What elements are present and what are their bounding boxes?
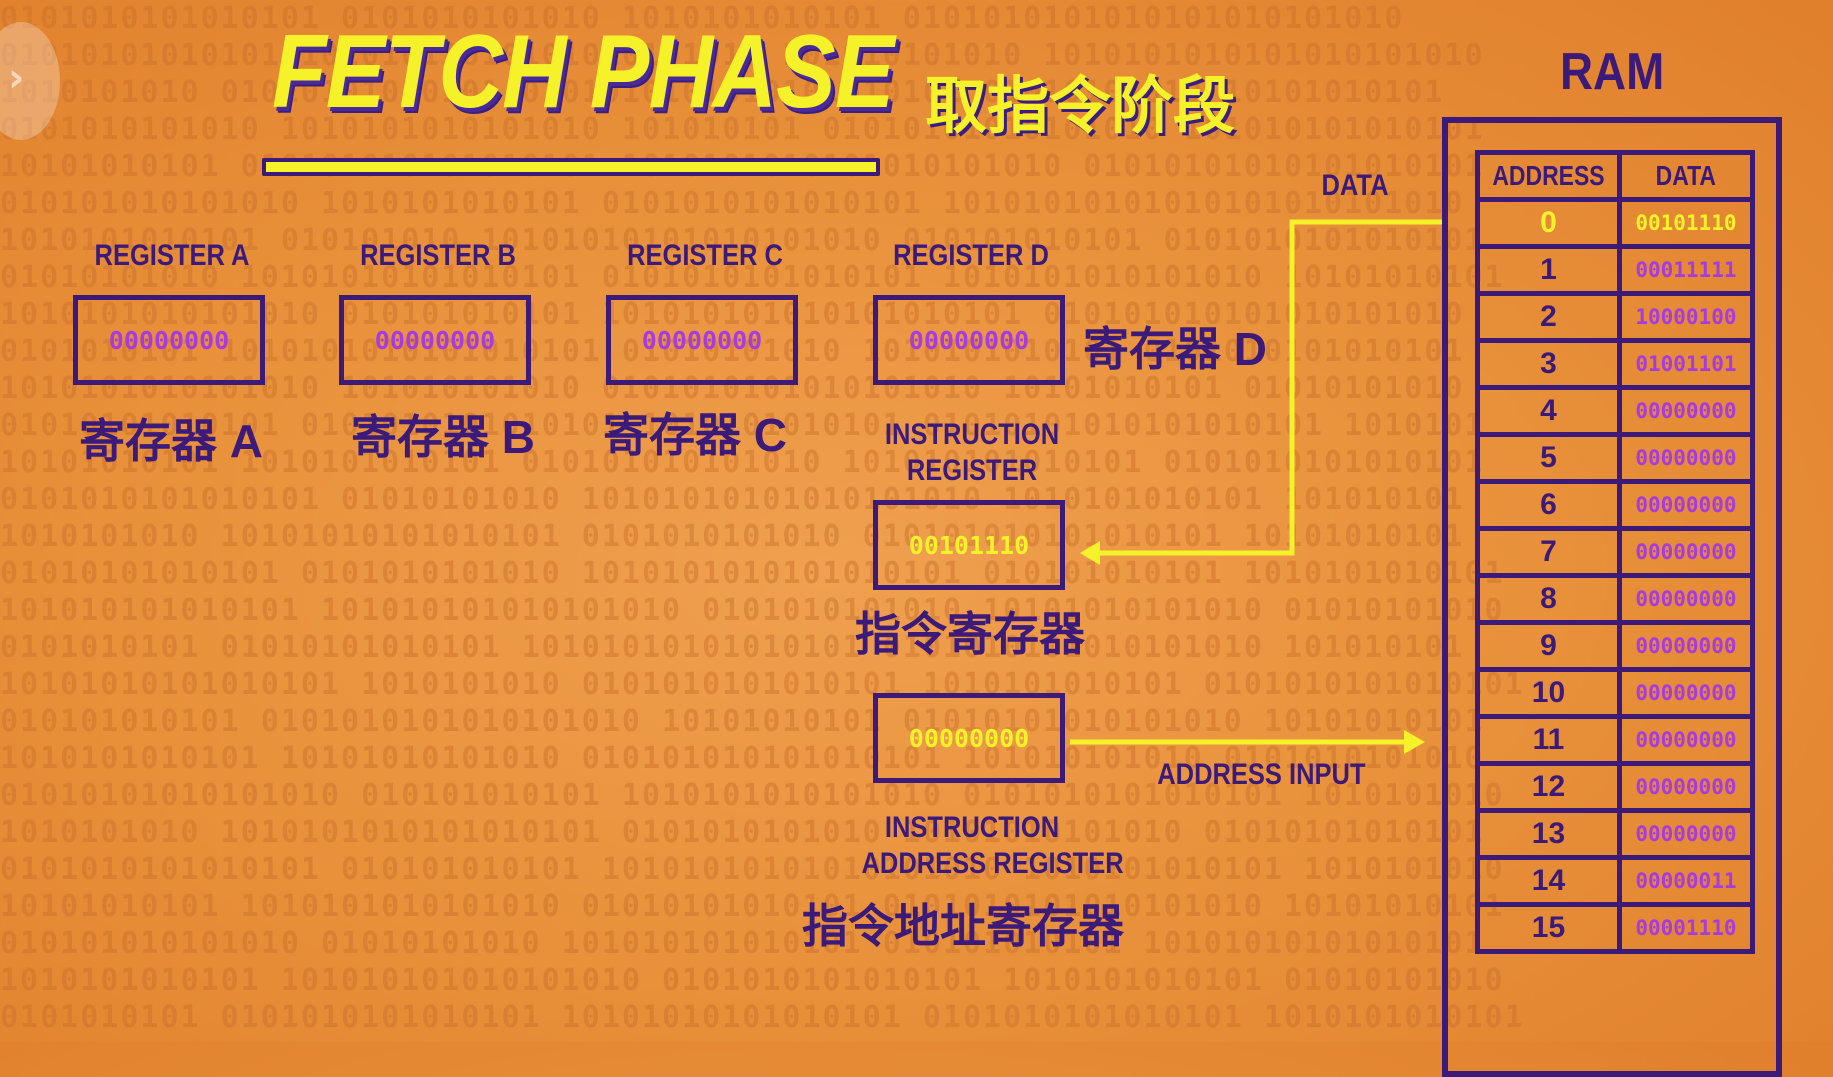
ram-data-cell: 00000000	[1616, 573, 1755, 625]
ram-address-cell: 13	[1475, 808, 1622, 860]
ram-data-cell: 00101110	[1616, 197, 1755, 249]
register-a-cn-label: 寄存器 A	[79, 415, 263, 467]
ram-data-cell: 00000000	[1616, 808, 1755, 860]
ram-data-cell: 00000000	[1616, 526, 1755, 578]
ram-address-cell: 4	[1475, 385, 1622, 437]
ram-data-header: DATA	[1616, 150, 1755, 202]
ram-data-cell: 00000000	[1616, 620, 1755, 672]
register-d-box: 00000000	[873, 295, 1065, 385]
ram-address-cell: 5	[1475, 432, 1622, 484]
address-wire-arrowhead	[1404, 730, 1425, 754]
instruction-address-register-cn-label: 指令地址寄存器	[802, 900, 1124, 952]
ram-data-cell: 00000000	[1616, 667, 1755, 719]
page-title: FETCH PHASE	[272, 14, 895, 130]
ram-address-cell: 11	[1475, 714, 1622, 766]
ram-data-cell: 00011111	[1616, 244, 1755, 296]
ram-data-cell: 00000000	[1616, 385, 1755, 437]
register-b-label: REGISTER B	[360, 239, 516, 272]
ram-address-cell: 12	[1475, 761, 1622, 813]
ram-data-cell: 01001101	[1616, 338, 1755, 390]
ram-address-cell: 14	[1475, 855, 1622, 907]
ram-address-cell: 10	[1475, 667, 1622, 719]
ram-address-cell: 7	[1475, 526, 1622, 578]
ram-address-cell: 9	[1475, 620, 1622, 672]
ram-data-cell: 00000000	[1616, 479, 1755, 531]
ram-address-cell: 0	[1475, 197, 1622, 249]
register-b-box: 00000000	[339, 295, 531, 385]
instruction-register-label-line2: REGISTER	[906, 454, 1038, 487]
ram-title: RAM	[1560, 43, 1665, 101]
ram-data-cell: 00000011	[1616, 855, 1755, 907]
instruction-register-box: 00101110	[873, 500, 1065, 590]
ram-address-cell: 2	[1475, 291, 1622, 343]
register-d-cn-label: 寄存器 D	[1083, 323, 1267, 375]
instruction-address-register-label-line2: ADDRESS REGISTER	[861, 847, 1124, 880]
register-c-box: 00000000	[606, 295, 798, 385]
ram-address-cell: 15	[1475, 902, 1622, 954]
instruction-register-cn-label: 指令寄存器	[855, 608, 1085, 660]
instruction-address-register-label-line1: INSTRUCTION	[884, 811, 1060, 844]
register-d-label: REGISTER D	[893, 239, 1049, 272]
ram-data-cell: 00000000	[1616, 714, 1755, 766]
ram-data-cell: 00000000	[1616, 761, 1755, 813]
wires	[1070, 219, 1442, 754]
ram-address-cell: 1	[1475, 244, 1622, 296]
instruction-register-label-line1: INSTRUCTION	[884, 418, 1060, 451]
page-title-cn: 取指令阶段	[925, 72, 1236, 141]
ram-data-cell: 00001110	[1616, 902, 1755, 954]
ram-data-cell: 10000100	[1616, 291, 1755, 343]
register-a-label: REGISTER A	[94, 239, 250, 272]
register-c-cn-label: 寄存器 C	[603, 409, 787, 461]
ram-address-cell: 6	[1475, 479, 1622, 531]
ram-address-cell: 3	[1475, 338, 1622, 390]
ram-data-cell: 00000000	[1616, 432, 1755, 484]
ram-address-header: ADDRESS	[1475, 150, 1622, 202]
logo	[0, 22, 60, 140]
binary-background: 0101010101010101 0101010101010 101010101…	[0, 1, 1525, 1035]
data-wire-arrowhead	[1080, 541, 1100, 565]
register-a-box: 00000000	[73, 295, 265, 385]
data-wire	[1098, 219, 1442, 556]
title-underline	[262, 158, 880, 176]
ram-header-row: ADDRESS DATA	[1475, 150, 1755, 202]
logo-chevron-icon: ›	[8, 55, 25, 101]
register-b-cn-label: 寄存器 B	[351, 411, 535, 463]
data-wire-label: DATA	[1321, 169, 1389, 202]
instruction-address-register-box: 00000000	[873, 693, 1065, 783]
register-c-label: REGISTER C	[627, 239, 783, 272]
address-input-label: ADDRESS INPUT	[1157, 758, 1366, 791]
ram-address-cell: 8	[1475, 573, 1622, 625]
